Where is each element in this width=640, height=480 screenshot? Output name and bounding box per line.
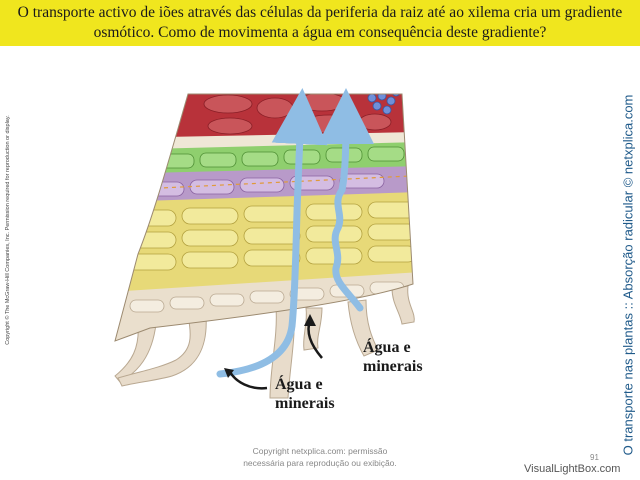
- water-flow-arrows: [216, 88, 374, 378]
- slide-title: O transporte activo de iões através das …: [17, 4, 623, 41]
- footer-line-2: necessária para reprodução ou exibição.: [243, 458, 397, 468]
- root-cross-section-illustration: [114, 88, 415, 399]
- copyright-vertical: Copyright © The McGraw-Hill Companies, I…: [1, 100, 15, 360]
- label-water-minerals-left: Água e minerais: [275, 376, 335, 412]
- watermark: VisualLightBox.com: [524, 463, 621, 475]
- tissue-layers: [115, 94, 413, 341]
- label-water-minerals-right: Água e minerais: [363, 339, 423, 375]
- page-number: 91: [590, 453, 599, 462]
- footer-line-1: Copyright netxplica.com: permissão: [252, 446, 388, 456]
- copyright-text: Copyright © The McGraw-Hill Companies, I…: [5, 115, 11, 345]
- title-bar: O transporte activo de iões através das …: [0, 0, 640, 46]
- curved-arrows: [224, 314, 323, 390]
- topic-text: O transporte nas plantas :: Absorção rad…: [620, 94, 636, 456]
- footer-copyright: Copyright netxplica.com: permissão neces…: [210, 445, 430, 469]
- topic-vertical: O transporte nas plantas :: Absorção rad…: [618, 90, 638, 460]
